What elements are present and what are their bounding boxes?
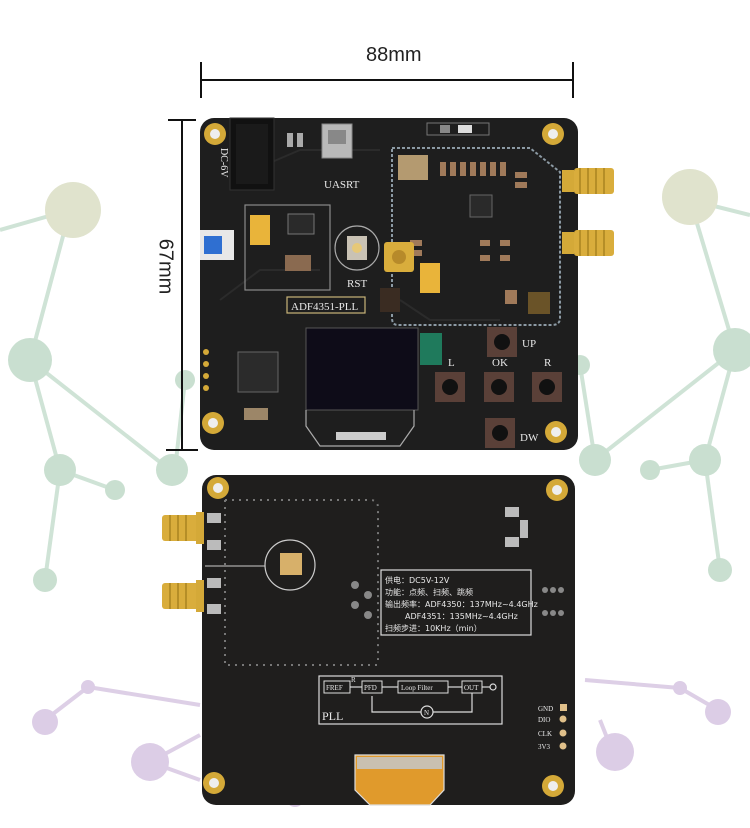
width-label: 88mm	[366, 44, 422, 66]
usb-label: UASRT	[324, 179, 360, 191]
sma-connector-back-1	[162, 512, 204, 544]
mounting-hole	[542, 775, 564, 797]
button-left-switch	[435, 372, 465, 402]
network-node	[705, 699, 731, 725]
pin-label-3v3: 3V3	[538, 743, 551, 751]
sma-connector-2	[562, 230, 614, 256]
pin-label-clk: CLK	[538, 730, 552, 738]
network-node	[33, 568, 57, 592]
pll-title: PLL	[322, 709, 343, 723]
network-node	[713, 328, 750, 372]
microcontroller	[237, 351, 279, 393]
network-node	[32, 709, 58, 735]
pll-block-out: OUT	[464, 684, 479, 692]
spec-line-function: 功能：点频、扫频、跳频	[385, 587, 473, 597]
button-left-label: L	[448, 357, 455, 369]
spec-line-power: 供电：DC5V-12V	[385, 575, 450, 585]
network-node	[640, 460, 660, 480]
button-ok-switch	[484, 372, 514, 402]
network-node	[673, 681, 687, 695]
mounting-hole	[542, 123, 564, 145]
pll-n-label: N	[424, 709, 429, 717]
network-node	[579, 444, 611, 476]
mounting-hole	[204, 123, 226, 145]
sma-connector-back-2	[162, 580, 204, 612]
spec-box	[380, 569, 532, 636]
spec-line-output-adf4351: ADF4351：135MHz~4.4GHz	[405, 612, 518, 621]
network-node	[105, 480, 125, 500]
network-node	[708, 558, 732, 582]
regulator-chip	[287, 213, 315, 235]
button-down-switch	[485, 418, 515, 448]
pll-r-label: R	[351, 676, 356, 684]
spec-line-output-adf4350: 输出频率：ADF4350：137MHz~4.4GHz	[385, 599, 538, 609]
sma-connector-1	[562, 168, 614, 194]
pll-diagram-box	[318, 675, 503, 725]
mounting-hole	[202, 412, 224, 434]
rf-pad	[528, 292, 550, 314]
pin-label-dio: DIO	[538, 716, 550, 724]
network-node	[44, 454, 76, 486]
crystal-oscillator	[398, 155, 428, 180]
reset-label: RST	[347, 278, 367, 290]
mounting-hole	[207, 477, 229, 499]
network-node	[662, 169, 718, 225]
network-node	[156, 454, 188, 486]
pin-label-gnd: GND	[538, 705, 553, 713]
pll-block-loop-filter: Loop Filter	[401, 684, 433, 692]
pll-block-fref: FREF	[326, 684, 343, 692]
button-up-label: UP	[522, 338, 536, 350]
network-node	[596, 733, 634, 771]
board-name-label: ADF4351-PLL	[291, 301, 359, 313]
spec-line-sweep-step: 扫频步进：10KHz（min）	[385, 623, 482, 633]
network-node	[689, 444, 721, 476]
button-right-label: R	[544, 357, 552, 369]
network-node	[45, 182, 101, 238]
button-ok-label: OK	[492, 357, 508, 369]
tantalum-capacitor	[250, 215, 270, 245]
oled-display	[305, 327, 419, 411]
adf4351-chip	[469, 194, 493, 218]
thermal-pad	[280, 553, 302, 575]
button-up-switch	[487, 327, 517, 357]
network-node	[175, 370, 195, 390]
button-down-label: DW	[520, 432, 539, 444]
mounting-hole	[203, 772, 225, 794]
power-label: DC-6V	[218, 148, 229, 178]
button-right-switch	[532, 372, 562, 402]
network-node	[81, 680, 95, 694]
mounting-hole	[545, 421, 567, 443]
network-node	[131, 743, 169, 781]
network-node	[8, 338, 52, 382]
mounting-hole	[546, 479, 568, 501]
pll-block-pfd: PFD	[364, 684, 377, 692]
